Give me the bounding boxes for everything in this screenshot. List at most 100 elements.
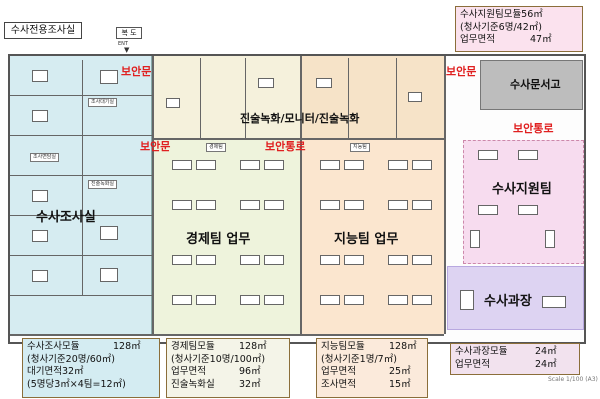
table: [316, 78, 332, 88]
wall: [152, 138, 444, 140]
security-door-left-mid: 보안문: [140, 140, 171, 153]
info-row: 업무면적 25㎡: [321, 366, 423, 379]
desk: [172, 255, 192, 265]
zone-archive: [480, 60, 583, 110]
info-key: 업무면적: [321, 366, 356, 377]
plan-title: 수사전용조사실: [4, 22, 82, 39]
desk: [320, 200, 340, 210]
info-support: 수사지원팀모듈56㎡ (청사기준6명/42㎡) 업무면적 47㎡: [455, 6, 583, 52]
info-value: 47㎡: [530, 34, 552, 45]
info-key: 조사면적: [321, 378, 356, 390]
info-row: 수사과장모듈 24㎡: [455, 346, 575, 359]
info-line: (5명당3㎡×4팀=12㎡): [27, 378, 126, 390]
desk: [545, 230, 555, 248]
table: [32, 190, 48, 202]
table: [460, 290, 474, 310]
desk: [172, 200, 192, 210]
room-tag: 지능팀: [350, 143, 370, 152]
zone-recording-right: [300, 56, 444, 140]
table: [32, 270, 48, 282]
desk: [412, 295, 432, 305]
info-value: 128㎡: [239, 341, 267, 352]
info-line: 대기면적32㎡: [27, 366, 84, 377]
room-tag: 조사면담실: [30, 153, 60, 162]
desk: [388, 255, 408, 265]
wall: [10, 135, 152, 136]
table: [32, 110, 48, 122]
desk: [264, 255, 284, 265]
desk: [172, 295, 192, 305]
wall: [10, 215, 152, 216]
wall: [10, 95, 152, 96]
desk: [344, 255, 364, 265]
wall: [396, 58, 397, 138]
desk: [264, 295, 284, 305]
wall: [200, 58, 201, 138]
desk: [478, 205, 498, 215]
label-chief: 수사과장: [484, 294, 532, 309]
table: [32, 230, 48, 242]
desk: [240, 200, 260, 210]
label-recording: 진술녹화/모니터/진술녹화: [240, 112, 360, 125]
info-value: 25㎡: [389, 366, 411, 377]
wall: [300, 56, 302, 334]
info-key: 수사조사모듈: [27, 341, 80, 352]
info-economic: 경제팀모듈 128㎡ (청사기준10명/100㎡) 업무면적 96㎡ 진술녹화실…: [166, 338, 290, 398]
info-value: 128㎡: [389, 341, 417, 352]
info-key: 업무면적: [455, 358, 490, 370]
security-passage-mid: 보안통로: [265, 140, 306, 153]
info-chief: 수사과장모듈 24㎡ 업무면적 24㎡: [450, 343, 580, 375]
info-row: 업무면적 96㎡: [171, 366, 285, 379]
table: [542, 296, 566, 308]
wall: [82, 60, 83, 296]
scale-label: Scale 1/100 (A3): [548, 376, 598, 383]
wall: [10, 295, 152, 296]
info-line: (청사기준6명/42㎡): [460, 21, 542, 33]
security-door-left-top: 보안문: [121, 65, 152, 78]
desk: [240, 255, 260, 265]
desk: [320, 255, 340, 265]
desk: [196, 200, 216, 210]
table: [408, 92, 422, 102]
desk: [172, 160, 192, 170]
info-line: 수사지원팀모듈56㎡: [460, 9, 543, 20]
entrance-label: ENT: [118, 41, 128, 47]
desk: [412, 160, 432, 170]
desk: [388, 200, 408, 210]
label-economic: 경제팀 업무: [186, 232, 251, 247]
label-investigation: 수사조사실: [36, 210, 96, 225]
room-tag: 조사대기실: [88, 98, 118, 107]
desk: [264, 160, 284, 170]
wall: [10, 255, 152, 256]
corridor-tag: 복 도: [116, 27, 142, 39]
info-row: 업무면적 24㎡: [455, 359, 575, 372]
desk: [518, 150, 538, 160]
info-value: 128㎡: [113, 341, 141, 352]
security-passage-right: 보안통로: [513, 122, 554, 135]
desk: [344, 160, 364, 170]
table: [100, 226, 118, 240]
info-key: 진술녹화실: [171, 378, 215, 390]
desk: [196, 160, 216, 170]
desk: [196, 255, 216, 265]
info-row: 수사조사모듈 128㎡: [27, 341, 155, 354]
wall: [444, 56, 446, 334]
wall: [245, 58, 246, 138]
security-door-right-top: 보안문: [446, 65, 477, 78]
info-line: (청사기준1명/7㎡): [321, 353, 397, 365]
desk: [196, 295, 216, 305]
desk: [320, 160, 340, 170]
label-support: 수사지원팀: [492, 182, 552, 197]
table: [100, 268, 118, 282]
desk: [412, 200, 432, 210]
info-row: 진술녹화실 32㎡: [171, 379, 285, 392]
room-tag: 경제팀: [206, 143, 226, 152]
wall: [152, 56, 154, 334]
wall: [10, 175, 152, 176]
label-intelligence: 지능팀 업무: [334, 232, 399, 247]
table: [166, 98, 180, 108]
entrance-arrow-icon: ▼: [124, 46, 130, 54]
table: [258, 78, 274, 88]
desk: [470, 230, 480, 248]
wall: [348, 58, 349, 138]
